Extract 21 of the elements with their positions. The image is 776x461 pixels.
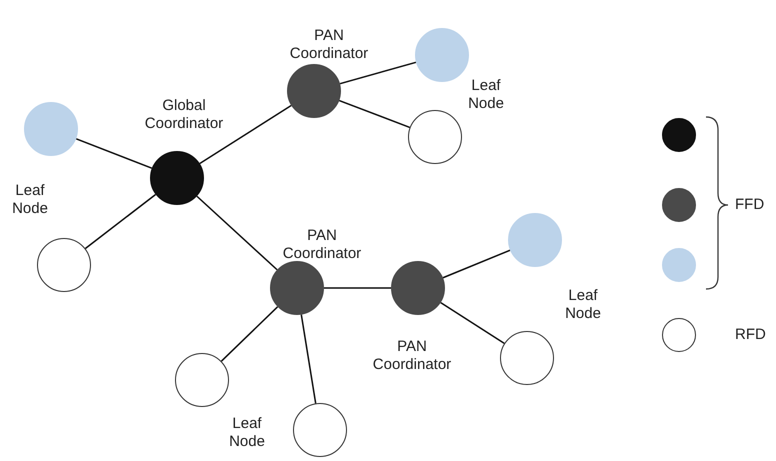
leaf-node-label: Leaf Node <box>467 77 505 113</box>
connector-line <box>440 302 505 344</box>
connector-line <box>324 287 391 289</box>
legend-label: FFD <box>735 196 764 214</box>
connector-line <box>196 196 278 270</box>
connector-line <box>338 100 410 128</box>
connector-line <box>199 104 292 164</box>
leaf-node-label: Leaf Node <box>11 182 49 218</box>
node-label: PAN Coordinator <box>372 338 452 374</box>
connector-line <box>442 250 510 278</box>
connector-line <box>84 194 156 250</box>
connector-line <box>76 138 152 169</box>
node-label: PAN Coordinator <box>288 27 370 63</box>
leaf-node-label: Leaf Node <box>564 287 602 323</box>
node-label: Global Coordinator <box>144 97 224 133</box>
connector-line <box>340 62 416 84</box>
leaf-node-label: Leaf Node <box>228 415 266 451</box>
legend-label: RFD <box>735 326 766 344</box>
node-label: PAN Coordinator <box>282 227 362 263</box>
connector-line <box>220 306 278 362</box>
connector-line <box>300 314 316 404</box>
